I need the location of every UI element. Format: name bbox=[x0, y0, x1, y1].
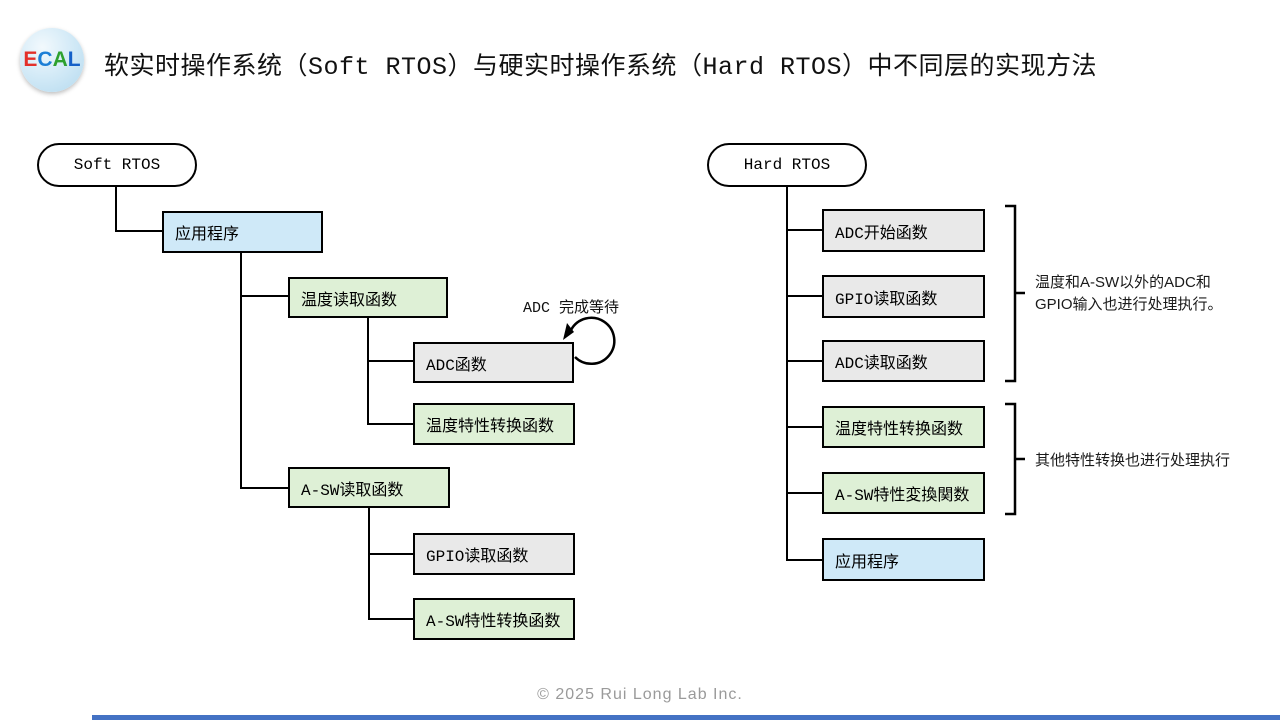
node-soft-application: 应用程序 bbox=[162, 211, 323, 253]
ecal-logo-icon: E C A L bbox=[20, 28, 84, 92]
page-title: 软实时操作系统（Soft RTOS）与硬实时操作系统（Hard RTOS）中不同… bbox=[104, 53, 1098, 82]
node-hard-application: 应用程序 bbox=[822, 538, 985, 581]
logo-letter-c: C bbox=[37, 48, 53, 71]
connector bbox=[786, 360, 822, 362]
connector bbox=[786, 559, 822, 561]
node-soft-asw-read: A-SW读取函数 bbox=[288, 467, 450, 508]
logo-letter-a: A bbox=[52, 48, 68, 71]
note-adc-gpio-line1: 温度和A-SW以外的ADC和 bbox=[1035, 274, 1211, 291]
copyright-text: © 2025 Rui Long Lab Inc. bbox=[537, 686, 743, 703]
node-hard-adc-read: ADC读取函数 bbox=[822, 340, 985, 382]
connector bbox=[786, 229, 822, 231]
node-soft-temp-conv: 温度特性转换函数 bbox=[413, 403, 575, 445]
note-conversion: 其他特性转换也进行处理执行 bbox=[1035, 452, 1231, 469]
note-adc-gpio: 温度和A-SW以外的ADC和 GPIO输入也进行处理执行。 bbox=[1035, 272, 1223, 316]
node-soft-gpio-read: GPIO读取函数 bbox=[413, 533, 575, 575]
connector bbox=[368, 508, 370, 620]
connector bbox=[368, 553, 413, 555]
connector bbox=[115, 230, 162, 232]
logo-letter-l: L bbox=[67, 48, 81, 71]
adc-wait-loop-arrowhead bbox=[563, 323, 574, 340]
adc-wait-loop-label: ADC 完成等待 bbox=[523, 300, 620, 317]
connector bbox=[367, 318, 369, 425]
node-soft-rtos-root: Soft RTOS bbox=[37, 143, 197, 187]
connector bbox=[240, 253, 242, 489]
node-soft-asw-conv: A-SW特性转换函数 bbox=[413, 598, 575, 640]
node-hard-asw-conv: A-SW特性変換関数 bbox=[822, 472, 985, 514]
connector bbox=[786, 295, 822, 297]
bracket-hw-functions bbox=[1005, 204, 1025, 383]
adc-wait-loop-arc bbox=[569, 316, 616, 365]
node-hard-adc-start: ADC开始函数 bbox=[822, 209, 985, 252]
connector bbox=[115, 187, 117, 232]
node-hard-rtos-root: Hard RTOS bbox=[707, 143, 867, 187]
connector bbox=[786, 426, 822, 428]
node-soft-adc-func: ADC函数 bbox=[413, 342, 574, 383]
connector bbox=[240, 295, 288, 297]
note-adc-gpio-line2: GPIO输入也进行处理执行。 bbox=[1035, 296, 1223, 313]
node-hard-temp-conv: 温度特性转换函数 bbox=[822, 406, 985, 448]
bottom-accent-bar bbox=[92, 715, 1280, 720]
node-hard-gpio-read: GPIO读取函数 bbox=[822, 275, 985, 318]
logo-letter-e: E bbox=[23, 48, 38, 71]
node-soft-temp-read: 温度读取函数 bbox=[288, 277, 448, 318]
bracket-conversion-functions bbox=[1005, 402, 1025, 516]
connector bbox=[786, 492, 822, 494]
connector bbox=[240, 487, 288, 489]
connector bbox=[786, 187, 788, 561]
connector bbox=[367, 423, 413, 425]
connector bbox=[367, 360, 413, 362]
connector bbox=[368, 618, 413, 620]
